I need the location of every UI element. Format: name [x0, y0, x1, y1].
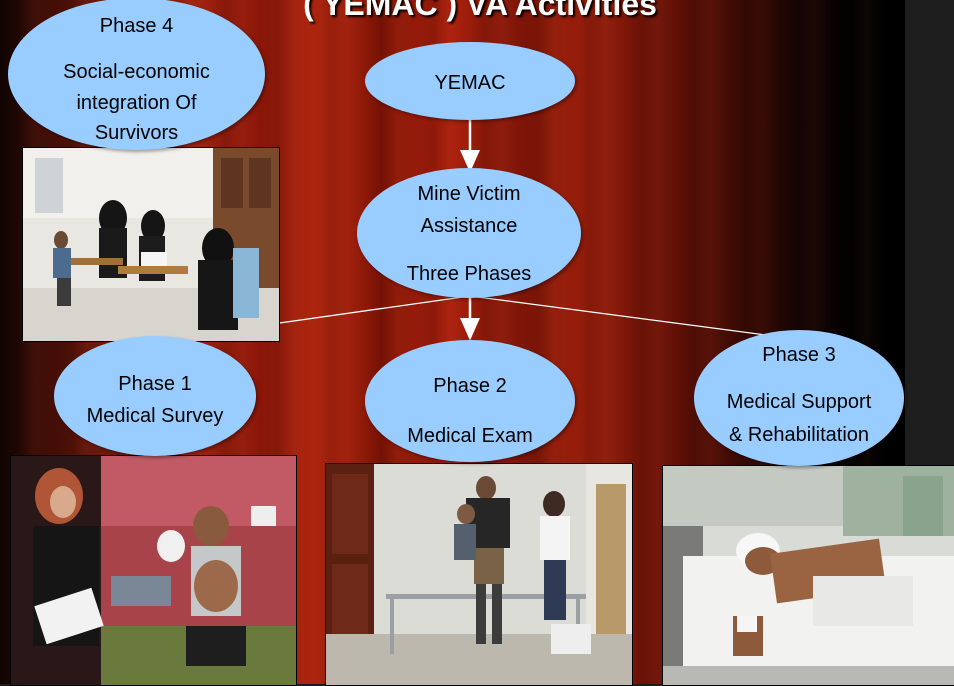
medical-exam-photo [325, 463, 633, 686]
rehabilitation-photo [662, 465, 954, 686]
mine-victim-assistance-node: Mine Victim Assistance Three Phases [357, 168, 581, 298]
slide-title: ( YEMAC ) VA Activities [303, 0, 657, 22]
mva-line1: Mine Victim [417, 183, 521, 205]
phase4-desc-line2: integration Of [76, 92, 197, 114]
phase1-label: Phase 1 [118, 373, 192, 395]
phase3-label: Phase 3 [762, 344, 836, 366]
phase4-node: Phase 4 Social-economic integration Of S… [8, 0, 265, 150]
phase3-desc-line1: Medical Support [726, 391, 872, 413]
phase2-label: Phase 2 [433, 375, 507, 397]
yemac-node: YEMAC [365, 42, 575, 120]
phase4-desc-line3: Survivors [94, 122, 179, 144]
phase2-desc: Medical Exam [407, 425, 533, 447]
mva-line2: Assistance [420, 215, 518, 237]
phase3-desc-line2: & Rehabilitation [728, 424, 870, 446]
phase1-desc: Medical Survey [86, 405, 224, 427]
yemac-label: YEMAC [434, 72, 506, 94]
mva-line3: Three Phases [406, 263, 532, 285]
phase1-node: Phase 1 Medical Survey [54, 336, 256, 456]
arrow-mva-to-phase3 [469, 295, 798, 343]
medical-survey-photo [10, 455, 297, 686]
phase4-label: Phase 4 [99, 15, 174, 37]
phase2-node: Phase 2 Medical Exam [365, 340, 575, 462]
phase3-node: Phase 3 Medical Support & Rehabilitation [694, 330, 904, 466]
phase4-desc-line1: Social-economic [63, 61, 210, 83]
sewing-workshop-photo [22, 147, 280, 342]
